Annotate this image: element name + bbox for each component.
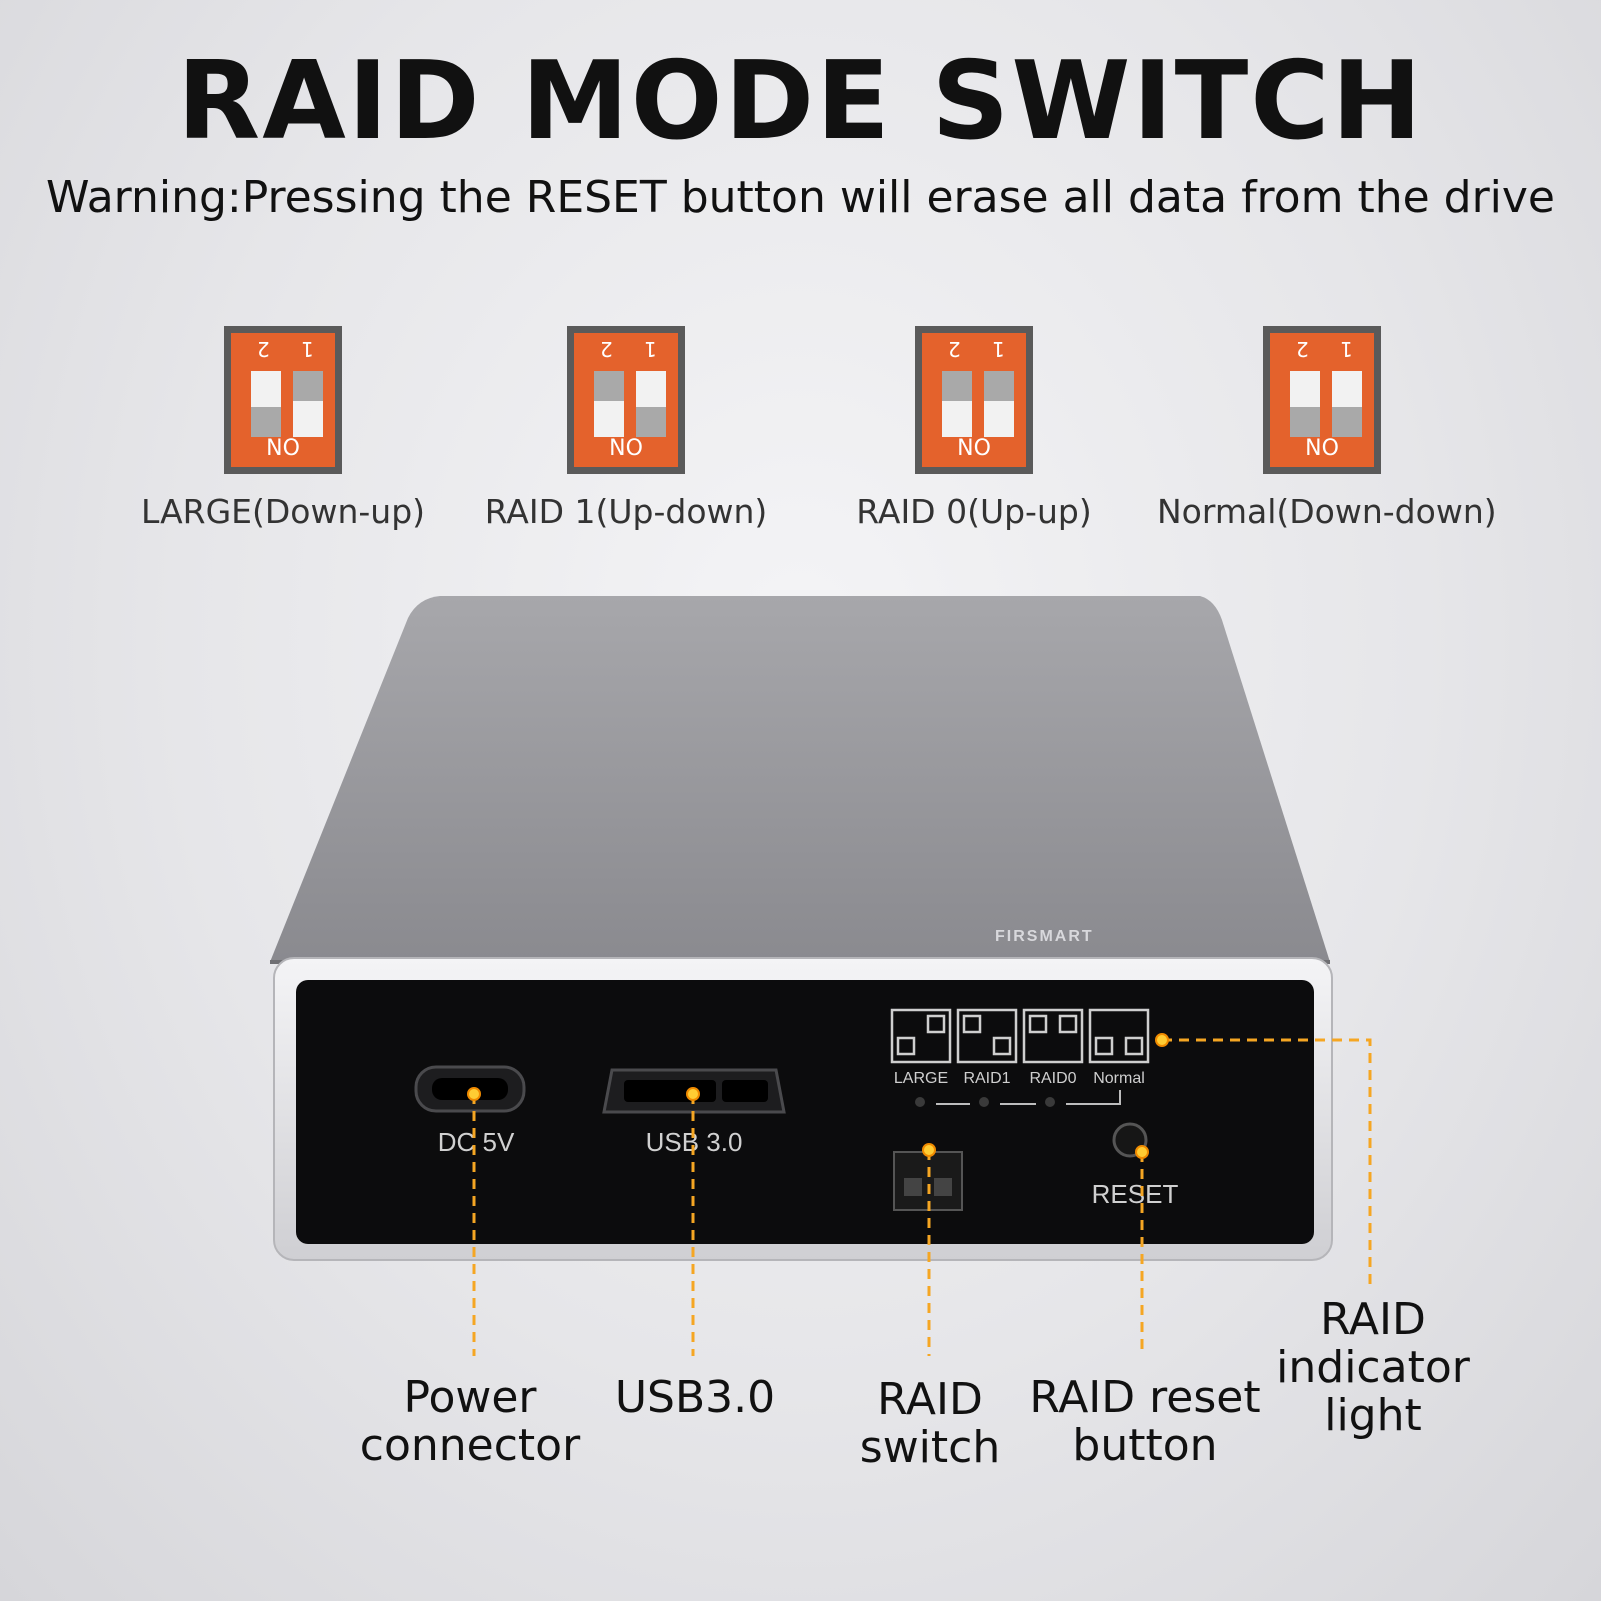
dip-switch-icon: 2 1 NO — [567, 326, 685, 474]
reset-label: RESET — [1092, 1179, 1179, 1209]
callout-dots — [467, 1033, 1169, 1159]
mode-raid0: 2 1 NO RAID 0(Up-up) — [809, 326, 1139, 531]
mode-raid1: 2 1 NO RAID 1(Up-down) — [461, 326, 791, 531]
mode-large: 2 1 NO LARGE(Down-up) — [118, 326, 448, 531]
dip-switch-icon: 2 1 NO — [915, 326, 1033, 474]
front-panel — [296, 980, 1314, 1244]
page-title: RAID MODE SWITCH — [177, 39, 1424, 164]
mode-label: RAID 0(Up-up) — [856, 492, 1092, 531]
warning-text: Warning:Pressing the RESET button will e… — [46, 172, 1555, 223]
panel-label-raid1: RAID1 — [963, 1070, 1010, 1087]
panel-label-large: LARGE — [894, 1070, 948, 1087]
panel-label-raid0: RAID0 — [1029, 1070, 1076, 1087]
mode-label: Normal(Down-down) — [1157, 492, 1497, 531]
dip-switch-icon: 2 1 NO — [224, 326, 342, 474]
callout-raid-switch: RAID switch — [859, 1374, 1001, 1473]
raid-switch[interactable] — [893, 1151, 963, 1211]
dip-switch-icon: 2 1 NO — [1263, 326, 1381, 474]
panel-label-normal: Normal — [1093, 1070, 1145, 1087]
indicator-lights — [915, 1090, 1121, 1107]
panel-mode-icons — [890, 1008, 1150, 1064]
callout-reset: RAID reset button — [1029, 1372, 1261, 1471]
mode-normal: 2 1 NO Normal(Down-down) — [1157, 326, 1497, 531]
dc-port-label: DC 5V — [438, 1127, 515, 1157]
callout-usb: USB3.0 — [614, 1372, 776, 1423]
callout-indicator: RAID indicator light — [1276, 1294, 1470, 1441]
mode-label: LARGE(Down-up) — [140, 492, 426, 531]
brand-logo: FIRSMART — [995, 928, 1094, 945]
callout-power: Power connector — [359, 1372, 581, 1471]
mode-label: RAID 1(Up-down) — [484, 492, 768, 531]
callout-lines — [472, 1038, 1372, 1356]
